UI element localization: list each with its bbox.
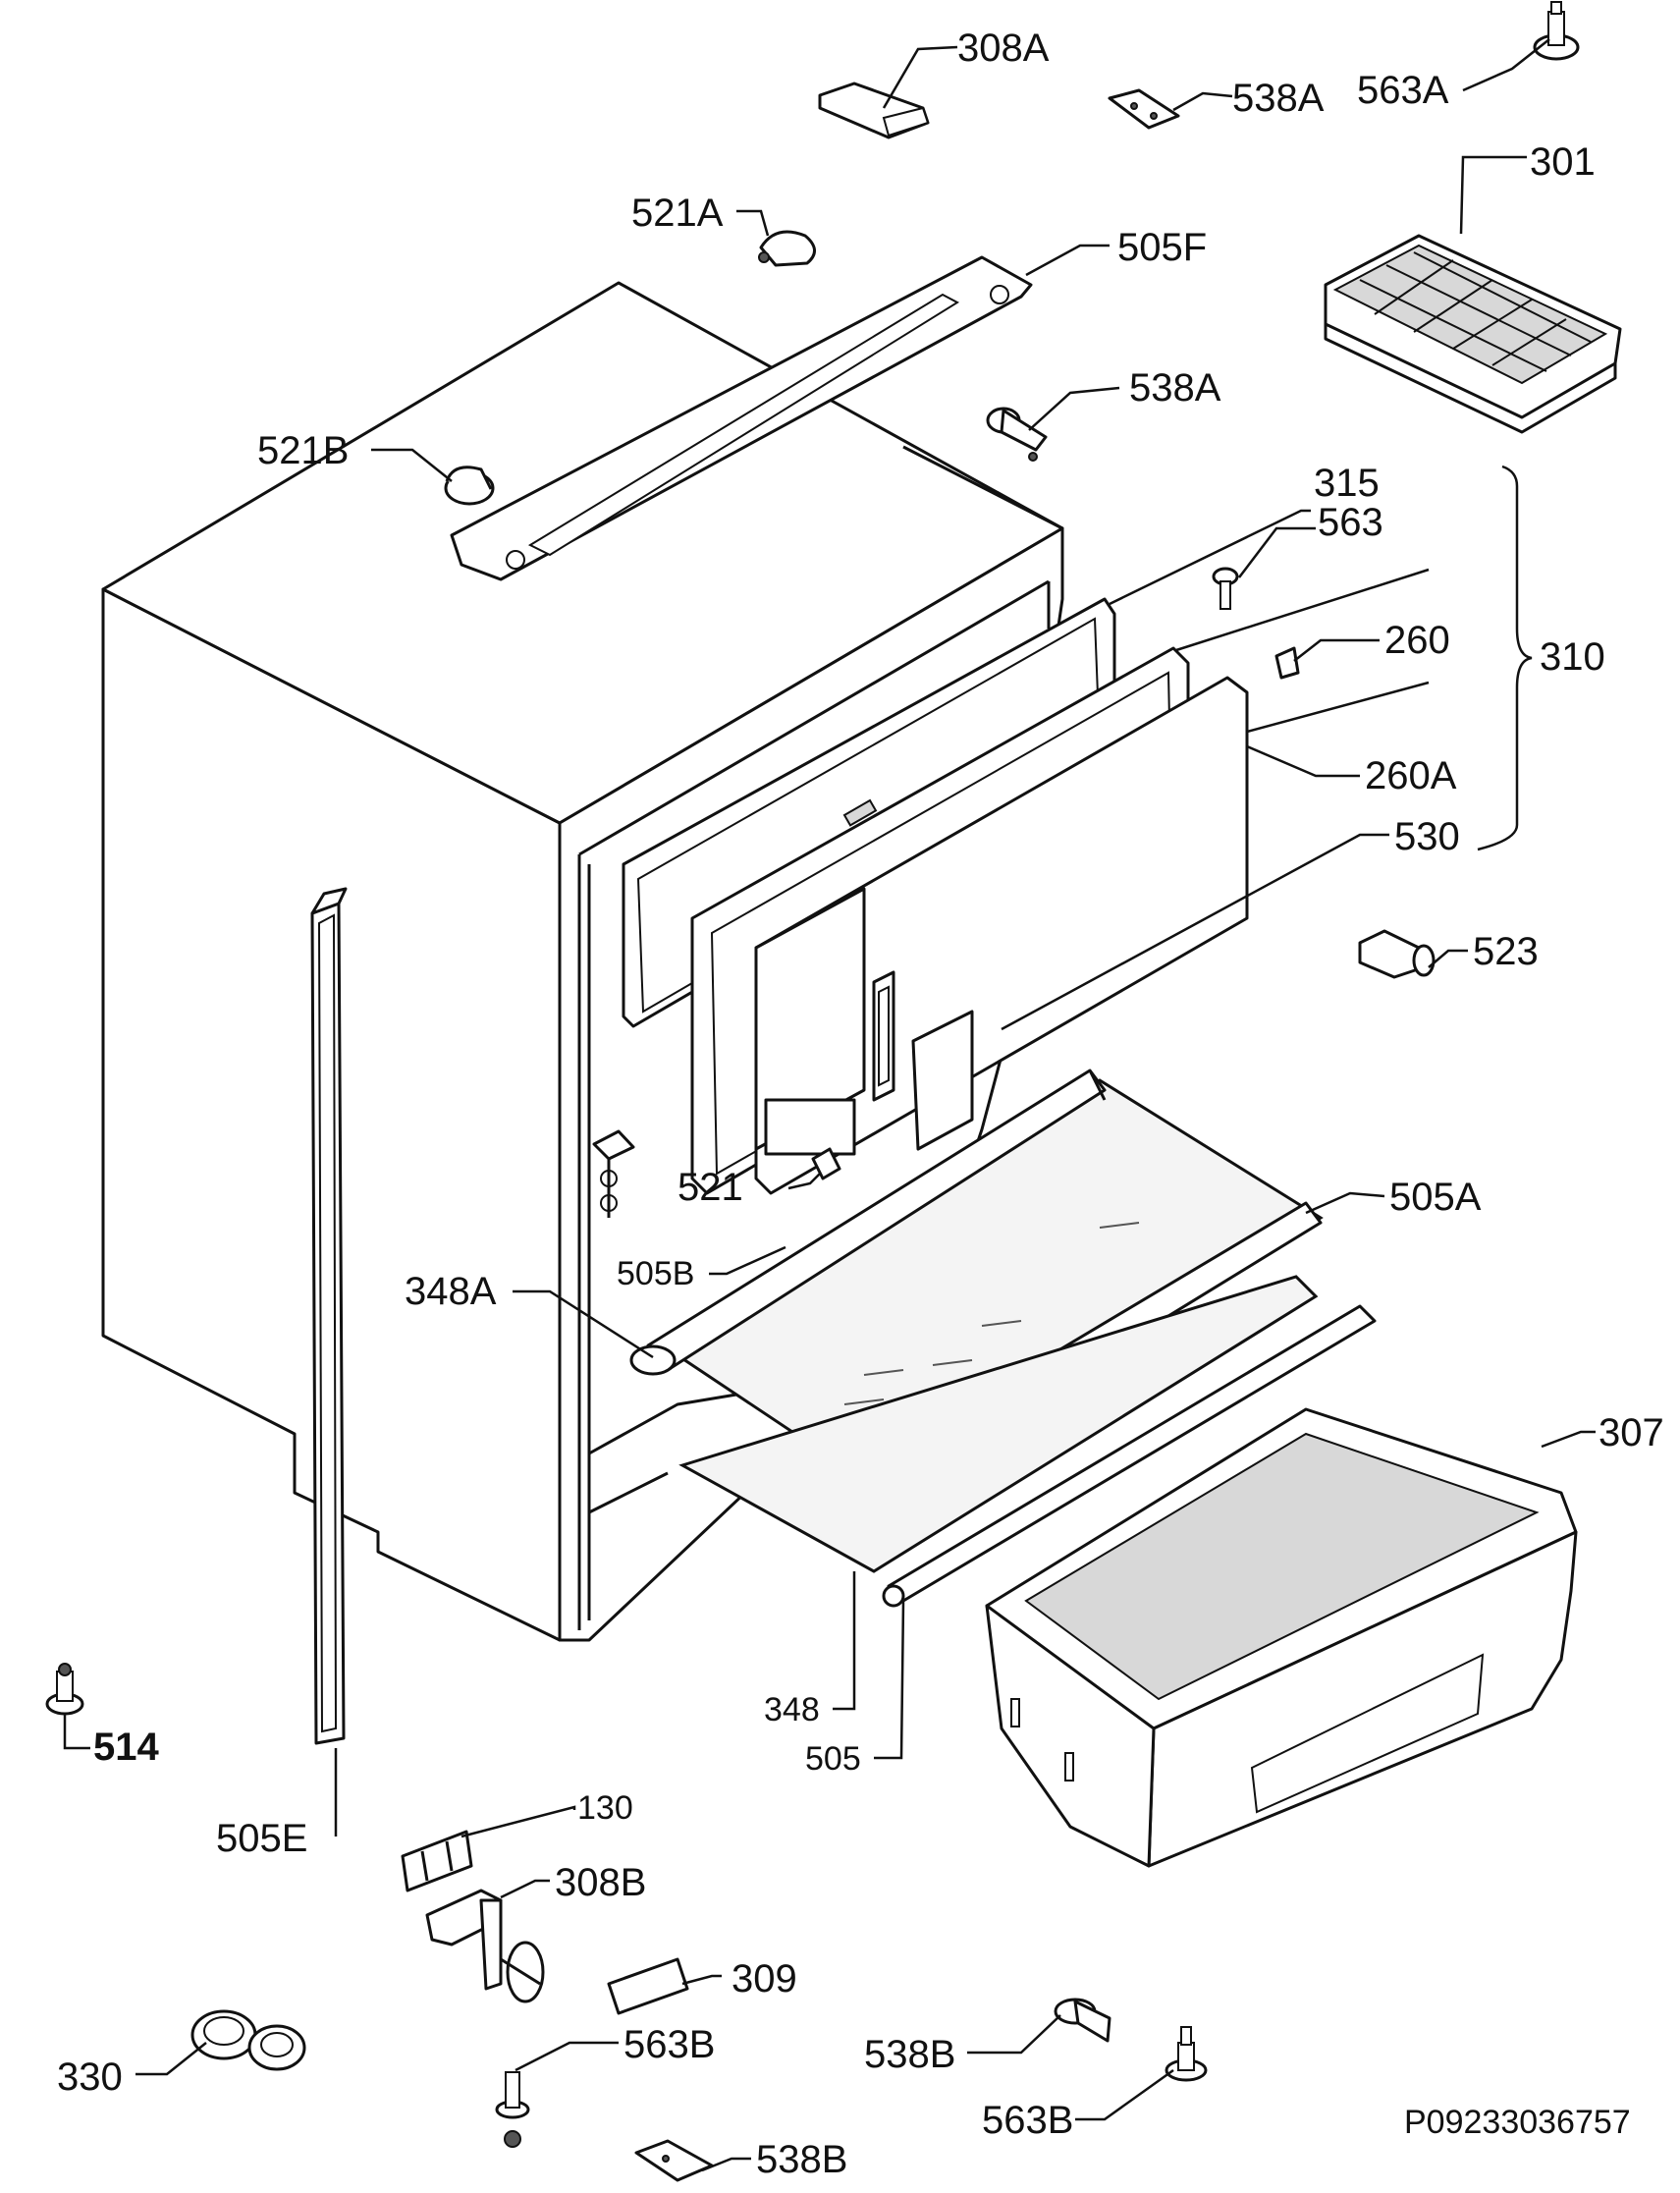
label-301: 301 bbox=[1530, 140, 1596, 184]
bracket-310 bbox=[1477, 465, 1533, 851]
hinge-538B bbox=[1054, 1998, 1111, 2043]
label-521: 521 bbox=[677, 1166, 743, 1209]
label-260A: 260A bbox=[1365, 754, 1457, 797]
top-hinge-plate-505F bbox=[450, 255, 1033, 581]
plate-538B bbox=[634, 2139, 714, 2182]
label-348A: 348A bbox=[405, 1270, 497, 1313]
label-315: 315 bbox=[1314, 462, 1380, 505]
cap-521A bbox=[758, 230, 816, 267]
label-309: 309 bbox=[732, 1957, 797, 2001]
side-hinge bbox=[592, 1129, 635, 1218]
plate-130 bbox=[401, 1830, 473, 1892]
trim-505E bbox=[310, 887, 348, 1745]
drawing-reference: P09233036757 bbox=[1404, 2104, 1631, 2141]
label-521B: 521B bbox=[257, 429, 349, 472]
label-310: 310 bbox=[1540, 635, 1605, 679]
foot-563A bbox=[1533, 1, 1580, 61]
label-505F: 505F bbox=[1117, 226, 1207, 269]
label-563: 563 bbox=[1318, 501, 1383, 544]
label-309 bbox=[607, 1957, 689, 2015]
foot-514 bbox=[45, 1663, 84, 1716]
label-348: 348 bbox=[764, 1691, 820, 1728]
door-hinge-530 bbox=[872, 970, 974, 1151]
label-505: 505 bbox=[805, 1740, 861, 1778]
shelf-348 bbox=[678, 1275, 1377, 1608]
foot-563B-right bbox=[1165, 2026, 1208, 2082]
label-538A-top: 538A bbox=[1232, 77, 1325, 120]
label-563A: 563A bbox=[1357, 69, 1449, 112]
wheels-330 bbox=[190, 2009, 306, 2071]
label-538B-bottom: 538B bbox=[756, 2138, 847, 2181]
ice-tray-301 bbox=[1324, 234, 1622, 434]
crisper-drawer-307 bbox=[985, 1407, 1578, 1868]
label-308B: 308B bbox=[555, 1861, 646, 1904]
lamp-523 bbox=[1358, 929, 1436, 979]
cap-521B bbox=[444, 466, 495, 506]
bracket-308B bbox=[425, 1889, 545, 2003]
label-563B-left: 563B bbox=[623, 2023, 715, 2066]
clip-260 bbox=[1274, 646, 1300, 680]
hinge-538A-mid bbox=[986, 407, 1048, 462]
label-514: 514 bbox=[93, 1726, 159, 1769]
foot-563B-left bbox=[495, 2071, 530, 2148]
leader-lines bbox=[63, 38, 1596, 2172]
label-538B-mid: 538B bbox=[864, 2033, 955, 2076]
label-260: 260 bbox=[1384, 619, 1450, 662]
bracket-308A bbox=[818, 82, 930, 139]
label-130: 130 bbox=[577, 1789, 633, 1827]
label-505E: 505E bbox=[216, 1817, 307, 1860]
label-538A-mid: 538A bbox=[1129, 366, 1221, 410]
label-521A: 521A bbox=[631, 192, 724, 235]
label-308A: 308A bbox=[957, 27, 1050, 70]
label-505A: 505A bbox=[1389, 1176, 1482, 1219]
label-563B-right: 563B bbox=[982, 2099, 1073, 2142]
screw-563 bbox=[1212, 567, 1239, 610]
label-530: 530 bbox=[1394, 815, 1460, 858]
label-330: 330 bbox=[57, 2056, 123, 2099]
label-505B: 505B bbox=[617, 1255, 694, 1292]
cap-521 bbox=[811, 1147, 841, 1180]
label-307: 307 bbox=[1599, 1411, 1664, 1454]
label-523: 523 bbox=[1473, 930, 1539, 973]
plate-538A-top bbox=[1108, 88, 1180, 130]
